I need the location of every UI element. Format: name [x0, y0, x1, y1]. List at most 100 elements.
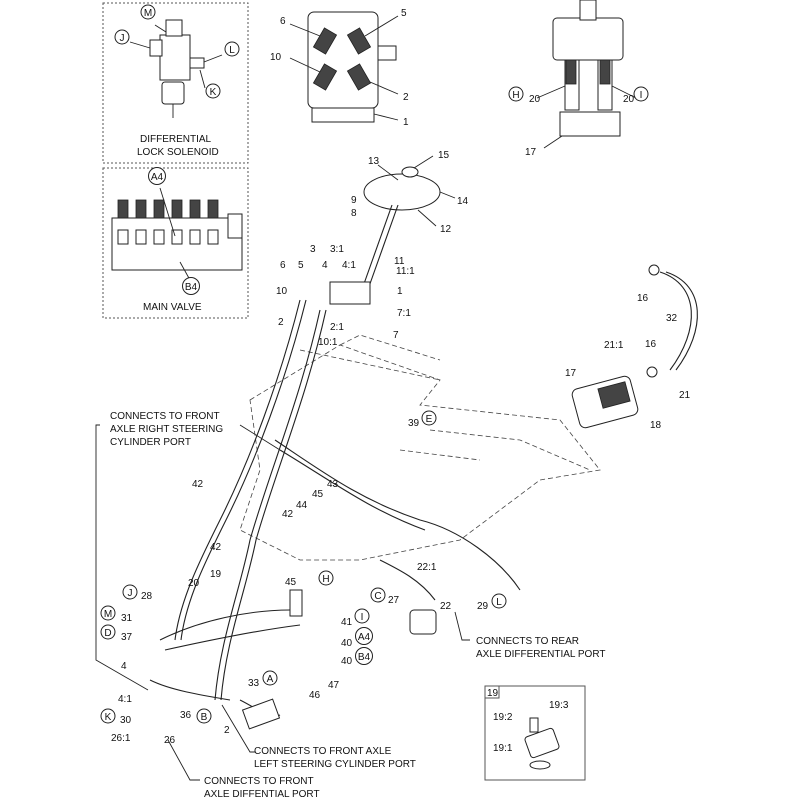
label-circle: [491, 593, 507, 609]
circled-callout-label: I: [354, 608, 370, 624]
part-number-label: 27: [388, 595, 400, 606]
label-text: 16: [645, 339, 657, 350]
main-valve-caption: MAIN VALVE: [143, 302, 202, 313]
part-number-label: 43: [327, 479, 339, 490]
circled-callout-label: A4: [355, 627, 373, 645]
label-text: E: [426, 414, 433, 425]
label-text: 19:3: [549, 700, 569, 711]
label-text: 4:1: [342, 260, 356, 271]
label-text: 12: [440, 224, 452, 235]
part-number-label: 47: [328, 680, 340, 691]
label-circle: [114, 29, 130, 45]
part-number-label: 18: [650, 420, 662, 431]
part-number-label: 6: [280, 260, 286, 271]
label-text: 2: [403, 92, 409, 103]
label-text: 43: [327, 479, 339, 490]
part-number-label: 17: [565, 368, 577, 379]
label-text: 8: [351, 208, 357, 219]
label-text: 11: [394, 256, 405, 267]
label-text: 1: [397, 286, 403, 297]
label-text: 3:1: [330, 244, 344, 255]
circled-callout-label: H: [508, 86, 524, 102]
part-number-label: 14: [457, 196, 469, 207]
label-circle: [354, 608, 370, 624]
part-number-label: 3:1: [330, 244, 344, 255]
label-circle: [355, 627, 373, 645]
label-text: 46: [309, 690, 321, 701]
circled-callout-label: I: [633, 86, 649, 102]
label-text: 39: [408, 418, 420, 429]
label-text: C: [374, 591, 381, 602]
part-number-label: 22: [440, 601, 452, 612]
part-number-label: 19:3: [549, 700, 569, 711]
callout-text: AXLE DIFFENTIAL PORT: [204, 789, 320, 800]
leader-lines: [95, 424, 470, 781]
part-number-label: 19: [210, 569, 222, 580]
part-number-label: 22:1: [417, 562, 437, 573]
circled-callout-label: E: [421, 410, 437, 426]
circled-callout-label: J: [122, 584, 138, 600]
label-text: 26:1: [111, 733, 131, 744]
circled-callout-label: J: [114, 29, 130, 45]
part-number-label: 2: [278, 317, 284, 328]
differential-lock-solenoid: [129, 19, 223, 118]
part-number-label: 4: [322, 260, 328, 271]
part-number-label: 30: [120, 715, 132, 726]
label-text: I: [640, 90, 643, 101]
label-text: 13: [368, 156, 380, 167]
kit-19-tag: [484, 685, 500, 699]
part-number-label: 8: [351, 208, 357, 219]
part-number-label: 42: [210, 542, 222, 553]
label-text: B: [201, 712, 208, 723]
label-text: 6: [280, 260, 286, 271]
label-text: L: [496, 597, 502, 608]
label-circle: [148, 167, 166, 185]
callout-text: LEFT STEERING CYLINDER PORT: [254, 759, 416, 770]
part-number-label: 45: [285, 577, 297, 588]
part-number-label: 20: [188, 578, 200, 589]
label-circle: [370, 587, 386, 603]
label-circle: [318, 570, 334, 586]
label-text: 32: [666, 313, 678, 324]
circled-callout-label: B: [196, 708, 212, 724]
label-text: 2:1: [330, 322, 344, 333]
solenoid-caption-2: LOCK SOLENOID: [137, 147, 219, 158]
label-text: H: [512, 90, 519, 101]
label-circle: [182, 277, 200, 295]
label-text: B4: [358, 652, 371, 663]
part-number-label: 9: [351, 195, 357, 206]
label-text: M: [104, 609, 112, 620]
part-number-label: 10: [276, 286, 288, 297]
label-text: 20: [529, 94, 541, 105]
callout-text: CONNECTS TO REAR: [476, 636, 579, 647]
callout-text: AXLE DIFFERENTIAL PORT: [476, 649, 605, 660]
part-number-label: 15: [438, 150, 450, 161]
label-text: 40: [341, 656, 353, 667]
label-text: 10: [276, 286, 288, 297]
label-text: 20: [188, 578, 200, 589]
part-number-label: 7: [393, 330, 399, 341]
steering-control-unit: [289, 11, 399, 123]
part-number-label: 21:1: [604, 340, 624, 351]
part-number-label: 2: [224, 725, 230, 736]
part-number-label: 1: [397, 286, 403, 297]
callout-text: CYLINDER PORT: [110, 437, 191, 448]
label-text: 21:1: [604, 340, 624, 351]
label-text: 1: [403, 117, 409, 128]
label-text: 22: [440, 601, 452, 612]
part-number-label: 45: [312, 489, 324, 500]
circled-callout-label: M: [140, 4, 156, 20]
label-text: 3: [310, 244, 316, 255]
kit-19-label: 19: [487, 688, 499, 699]
label-text: 15: [438, 150, 450, 161]
hose-bundle: [149, 299, 521, 730]
part-number-label: 3: [310, 244, 316, 255]
label-text: 6: [280, 16, 286, 27]
part-number-label: 5: [401, 8, 407, 19]
part-number-label: 16: [645, 339, 657, 350]
label-circle: [122, 584, 138, 600]
label-text: 28: [141, 591, 153, 602]
